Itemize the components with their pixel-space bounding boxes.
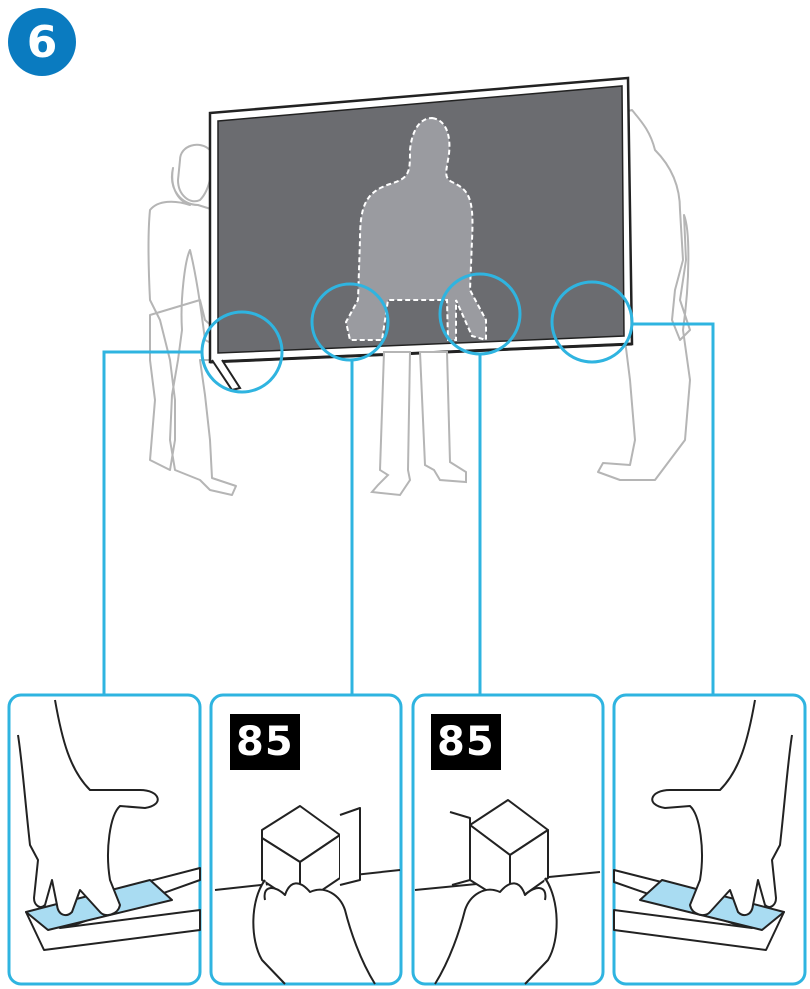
size-label-85-left: 85 xyxy=(230,714,300,770)
detail-panels xyxy=(9,695,805,984)
size-label-85-right: 85 xyxy=(431,714,501,770)
